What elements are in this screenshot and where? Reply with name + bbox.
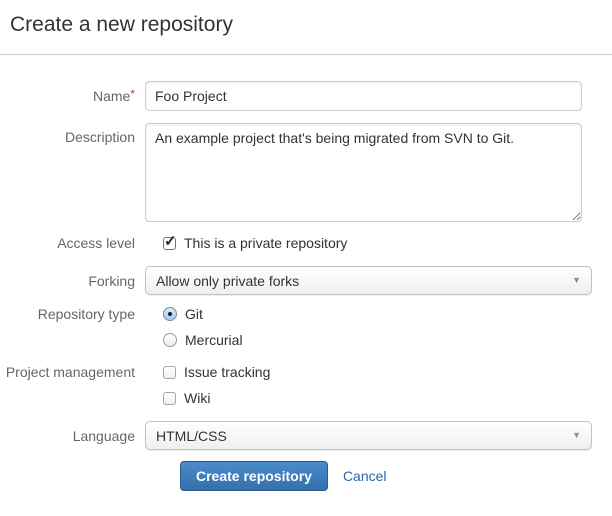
forking-selected-value: Allow only private forks xyxy=(156,272,300,289)
description-label: Description xyxy=(64,129,135,145)
mercurial-option: Mercurial xyxy=(163,332,243,348)
create-repository-form: Name* Description An example project tha… xyxy=(0,55,612,491)
project-management-label: Project management xyxy=(5,364,135,380)
git-radio[interactable] xyxy=(163,307,177,321)
access-level-row: Access level ✓ This is a private reposit… xyxy=(0,233,612,252)
private-repository-option: ✓ This is a private repository xyxy=(163,233,348,251)
forking-select[interactable]: Allow only private forks ▼ xyxy=(145,266,592,295)
wiki-option: ✓ Wiki xyxy=(163,390,270,406)
mercurial-radio-label[interactable]: Mercurial xyxy=(185,332,243,348)
name-row: Name* xyxy=(0,81,612,111)
actions-row: Create repository Cancel xyxy=(0,461,612,491)
language-select[interactable]: HTML/CSS ▼ xyxy=(145,421,592,450)
private-repository-label[interactable]: This is a private repository xyxy=(184,235,348,251)
repository-type-options: Git Mercurial xyxy=(145,306,243,348)
repository-type-row: Repository type Git Mercurial xyxy=(0,306,612,348)
language-selected-value: HTML/CSS xyxy=(156,427,227,444)
cancel-link[interactable]: Cancel xyxy=(342,468,387,484)
language-row: Language HTML/CSS ▼ xyxy=(0,421,612,450)
mercurial-radio[interactable] xyxy=(163,333,177,347)
issue-tracking-option: ✓ Issue tracking xyxy=(163,364,270,380)
language-label: Language xyxy=(72,427,135,444)
description-row: Description An example project that's be… xyxy=(0,123,612,222)
required-asterisk: * xyxy=(130,87,135,101)
project-management-options: ✓ Issue tracking ✓ Wiki xyxy=(145,364,270,406)
radio-dot-icon xyxy=(168,312,172,316)
access-level-label: Access level xyxy=(57,235,135,251)
create-repository-page: Create a new repository Name* Descriptio… xyxy=(0,13,612,491)
description-textarea[interactable]: An example project that's being migrated… xyxy=(145,123,582,222)
private-repository-checkbox[interactable]: ✓ xyxy=(163,233,177,250)
wiki-label[interactable]: Wiki xyxy=(184,390,211,406)
name-label: Name* xyxy=(92,87,135,104)
git-option: Git xyxy=(163,306,243,322)
dropdown-arrow-icon: ▼ xyxy=(572,275,581,285)
dropdown-arrow-icon: ▼ xyxy=(572,430,581,440)
project-management-row: Project management ✓ Issue tracking ✓ Wi… xyxy=(0,364,612,406)
git-radio-label[interactable]: Git xyxy=(185,306,203,322)
name-input[interactable] xyxy=(145,81,582,111)
title-divider xyxy=(0,54,612,55)
create-repository-button[interactable]: Create repository xyxy=(180,461,328,491)
wiki-checkbox[interactable]: ✓ xyxy=(163,391,176,405)
repository-type-label: Repository type xyxy=(37,306,135,322)
forking-label: Forking xyxy=(88,272,135,289)
forking-row: Forking Allow only private forks ▼ xyxy=(0,266,612,295)
checkmark-icon: ✓ xyxy=(164,232,177,250)
issue-tracking-checkbox[interactable]: ✓ xyxy=(163,365,176,379)
issue-tracking-label[interactable]: Issue tracking xyxy=(184,364,271,380)
page-title: Create a new repository xyxy=(10,13,233,36)
